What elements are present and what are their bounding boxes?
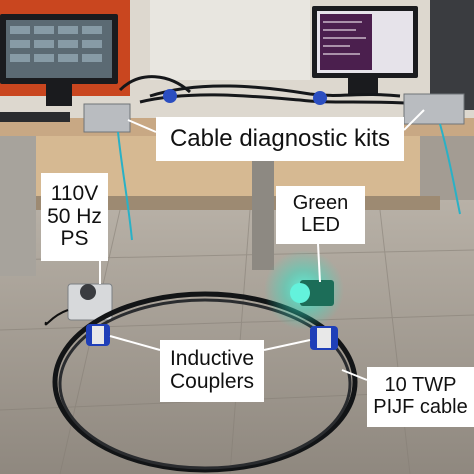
right-monitor-window (320, 14, 372, 70)
green-led (290, 283, 310, 303)
right-monitor-text-lines (323, 21, 366, 55)
desk-leg-left (0, 136, 36, 276)
twp-cable-loop (52, 291, 358, 473)
left-monitor-grid (10, 26, 102, 62)
label-diagnostic-kits: Cable diagnostic kits (156, 117, 404, 161)
power-supply-knob (80, 284, 96, 300)
power-supply-box (67, 283, 113, 321)
right-monitor-stand (348, 78, 378, 96)
diagnostic-kit-left (83, 103, 131, 133)
led-housing (300, 280, 334, 306)
label-power-supply: 110V 50 Hz PS (41, 173, 108, 261)
bench-cables (118, 75, 421, 106)
callout-lines (99, 109, 425, 381)
power-supply-cord (44, 309, 69, 326)
window-frame (150, 0, 310, 80)
right-cabinet (430, 0, 474, 110)
diagnostic-kit-left-wire (117, 131, 133, 241)
keyboard (0, 112, 70, 122)
inductive-coupler-right (310, 326, 338, 350)
label-green-led: Green LED (276, 186, 365, 244)
label-inductive-couplers: Inductive Couplers (160, 340, 264, 402)
diagnostic-kit-right (403, 93, 465, 125)
cable-spool-left (163, 89, 177, 103)
cable-spool-right (313, 91, 327, 105)
left-monitor-stand (46, 84, 72, 106)
diagnostic-kit-right-wire (439, 123, 461, 215)
label-twp-cable: 10 TWP PIJF cable (367, 367, 474, 427)
desk-leg-right (252, 160, 274, 270)
inductive-coupler-left (86, 324, 110, 346)
